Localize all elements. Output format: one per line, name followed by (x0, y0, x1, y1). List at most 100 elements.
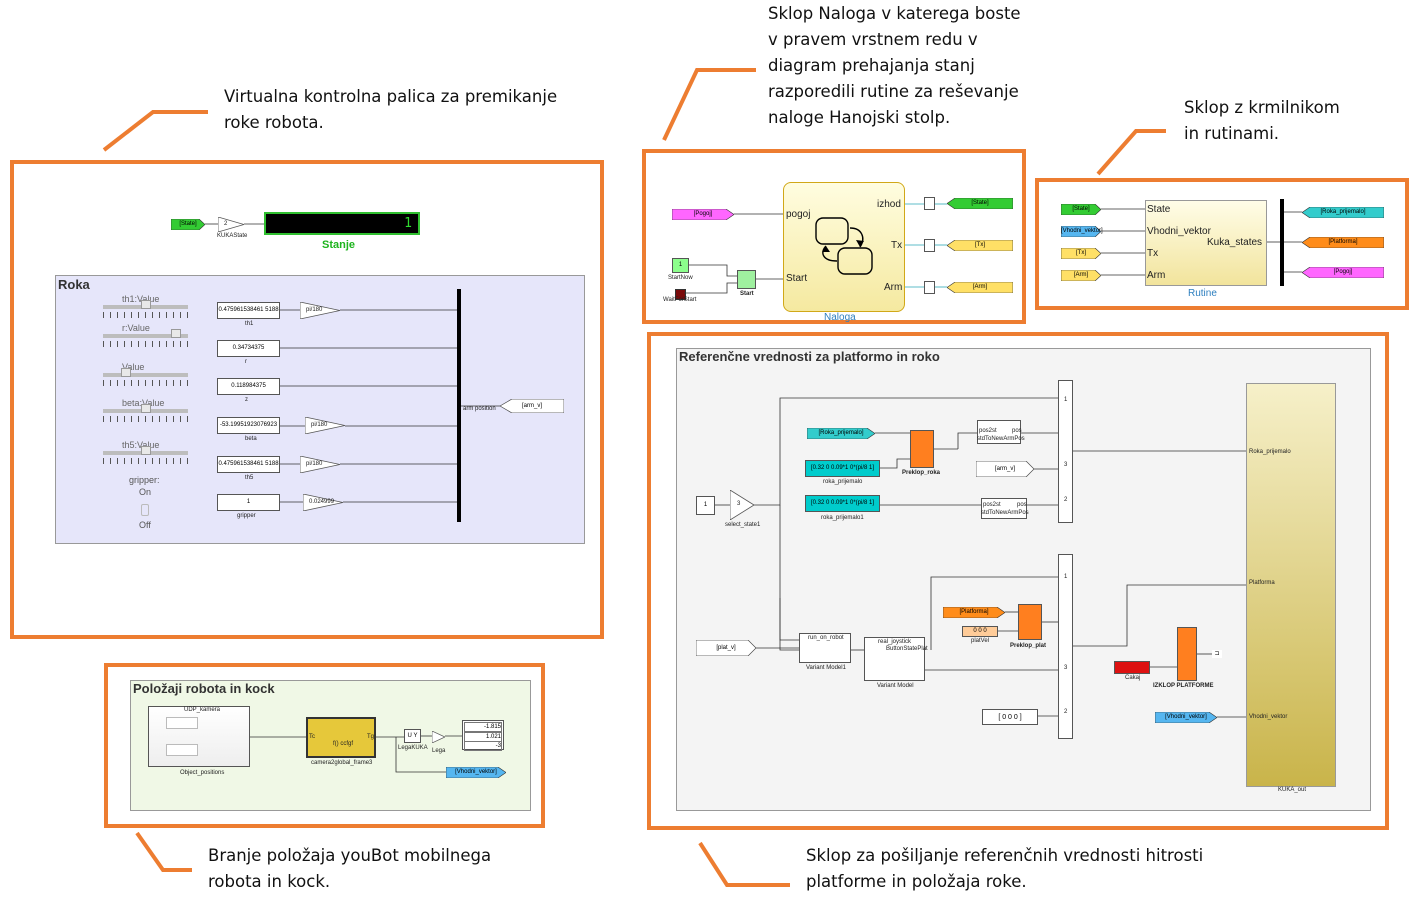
naloga-chart[interactable] (783, 182, 905, 312)
gripper-off: Off (139, 520, 151, 530)
pos2st-2-label: stdToNewArmPos (981, 510, 1029, 516)
value-block[interactable]: 1 (217, 494, 280, 511)
slider-label: r:Value (122, 323, 150, 333)
start-switch[interactable] (737, 270, 756, 289)
slider-knob[interactable] (171, 329, 181, 338)
pos2st-1-out: pos (1012, 428, 1022, 434)
pos2st-1-in: pos2st (979, 428, 997, 434)
tx-goto-naloga: [Tx] (947, 240, 1013, 251)
gain-value: pi/180 (311, 422, 328, 428)
rutine-from-tag: [Tx] (1061, 248, 1101, 259)
roka-prij-from: [Roka_prijemalo] (807, 428, 875, 439)
variant-model1[interactable] (799, 633, 851, 663)
const-roka-prijemalo[interactable]: [0.32 0 0.09*1 0*(pi/8 1] (805, 460, 880, 477)
port-tx-rutine: Tx (1147, 248, 1159, 259)
preklop-roka-switch[interactable] (910, 430, 934, 468)
variant-model1-label: Variant Model1 (806, 665, 846, 671)
gain-block[interactable]: 0.024999 (302, 493, 344, 512)
polozaji-title: Položaji robota in kock (133, 681, 275, 696)
tag-text: [Platforma] (1328, 239, 1358, 245)
vhodni-goto-polozaji: [Vhodni_vektor] (446, 767, 506, 778)
value-block[interactable]: 0.475961538461 5188 (217, 456, 280, 473)
waitforstart-block[interactable] (675, 289, 686, 300)
multiport-switch-plat[interactable] (1058, 554, 1073, 739)
arm-v-from: [arm_v] (976, 461, 1034, 477)
value-block[interactable]: 0.118984375 (217, 378, 280, 395)
variant-model[interactable] (864, 637, 925, 681)
stanje-display: 1 (264, 212, 420, 235)
lega-label: Lega (432, 748, 446, 754)
value-label: gripper (237, 513, 256, 519)
const-roka-prijemalo1[interactable]: [0.32 0 0.09*1 0*(pi/8 1] (805, 495, 880, 512)
lega-display: -1.815 1.021 -3 (462, 720, 504, 751)
slider-label: th5:Value (122, 440, 160, 450)
slider-knob[interactable] (141, 300, 151, 309)
ms1-port-1: 1 (1064, 397, 1068, 403)
ref-title: Referenčne vrednosti za platformo in rok… (679, 349, 940, 364)
ms2-port-3: 3 (1064, 665, 1068, 671)
slider-ticks (103, 341, 188, 347)
select-state-gain[interactable]: 3 (729, 489, 755, 521)
gripper-toggle[interactable] (141, 504, 149, 516)
slider-ticks (103, 416, 188, 422)
udp-subsystem[interactable] (148, 706, 250, 767)
value-block[interactable]: 0.475961538461 5188 (217, 302, 280, 319)
camera2global-block[interactable] (306, 717, 376, 758)
gain-value: pi/180 (306, 307, 323, 313)
gain-block[interactable]: pi/180 (304, 416, 346, 435)
slider-track[interactable] (103, 334, 188, 338)
legakuka-block[interactable]: U Y (404, 729, 421, 743)
port-start: Start (786, 273, 808, 284)
izklop-switch[interactable] (1177, 627, 1197, 681)
izklop-label: IZKLOP PLATFORME (1153, 683, 1214, 689)
value-label: z (245, 397, 248, 403)
value-label: th5 (245, 475, 254, 481)
startnow-constant[interactable]: 1 (672, 258, 689, 273)
gain-block[interactable]: pi/180 (299, 301, 341, 320)
rutine-from-tag: [Arm] (1061, 270, 1101, 281)
platvel-constant[interactable]: 0 0 0 (962, 626, 998, 637)
slider-knob[interactable] (121, 368, 131, 377)
state-goto-tag: [State] (171, 219, 205, 230)
const-roka-prijemalo1-label: roka_prijemalo1 (821, 515, 864, 521)
value-label: beta (245, 436, 257, 442)
ms2-port-1: 1 (1064, 574, 1068, 580)
slider-knob[interactable] (141, 404, 151, 413)
bus-in-vhodni: Vhodni_vektor (1249, 714, 1288, 720)
lega-gain (431, 730, 446, 744)
bus-in-roka: Roka_prijemalo (1249, 449, 1291, 455)
zeros-constant[interactable]: [ 0 0 0 ] (982, 709, 1038, 725)
kukastate-gain[interactable]: 2 (217, 216, 246, 233)
rutine-block[interactable] (1145, 200, 1267, 286)
value-block[interactable]: -53.19951923076923 (217, 417, 280, 434)
tag-text: [State] (1072, 206, 1090, 212)
inport-1[interactable]: 1 (696, 496, 715, 515)
preklop-plat-label: Preklop_plat (1010, 643, 1047, 649)
preklop-plat-switch[interactable] (1018, 604, 1042, 640)
pos2st-1-label: stdToNewArmPos (977, 436, 1025, 442)
pos2st-2-out: pos (1017, 502, 1027, 508)
cakaj-block[interactable] (1114, 661, 1150, 674)
ms2-port-2: 2 (1064, 709, 1068, 715)
slider-ticks (103, 312, 188, 318)
startnow-label: StartNow (668, 275, 693, 281)
slider-track[interactable] (103, 373, 188, 377)
gripper-on: On (139, 487, 152, 497)
caption-joystick: Virtualna kontrolna palica za premikanje… (224, 87, 558, 132)
ms1-port-3: 3 (1064, 462, 1068, 468)
variant-model-title: real_joystick (878, 639, 912, 645)
gain-block[interactable]: pi/180 (299, 455, 341, 474)
value-block[interactable]: 0.34734375 (217, 340, 280, 357)
gripper-label: gripper: (129, 475, 160, 485)
cakaj-label: Cakaj (1125, 675, 1141, 681)
slider-label: th1:Value (122, 294, 160, 304)
multiport-switch-roka[interactable] (1058, 380, 1073, 523)
slider-knob[interactable] (141, 446, 151, 455)
slider-label: beta:Value (122, 398, 165, 408)
value-label: r (245, 359, 247, 365)
naloga-title: Naloga (824, 312, 856, 323)
port-kuka-states: Kuka_states (1207, 237, 1263, 248)
kuka-out-bus[interactable] (1246, 383, 1336, 787)
port-pogoj: pogoj (786, 209, 811, 220)
legakuka-label: LegaKUKA (398, 745, 428, 751)
